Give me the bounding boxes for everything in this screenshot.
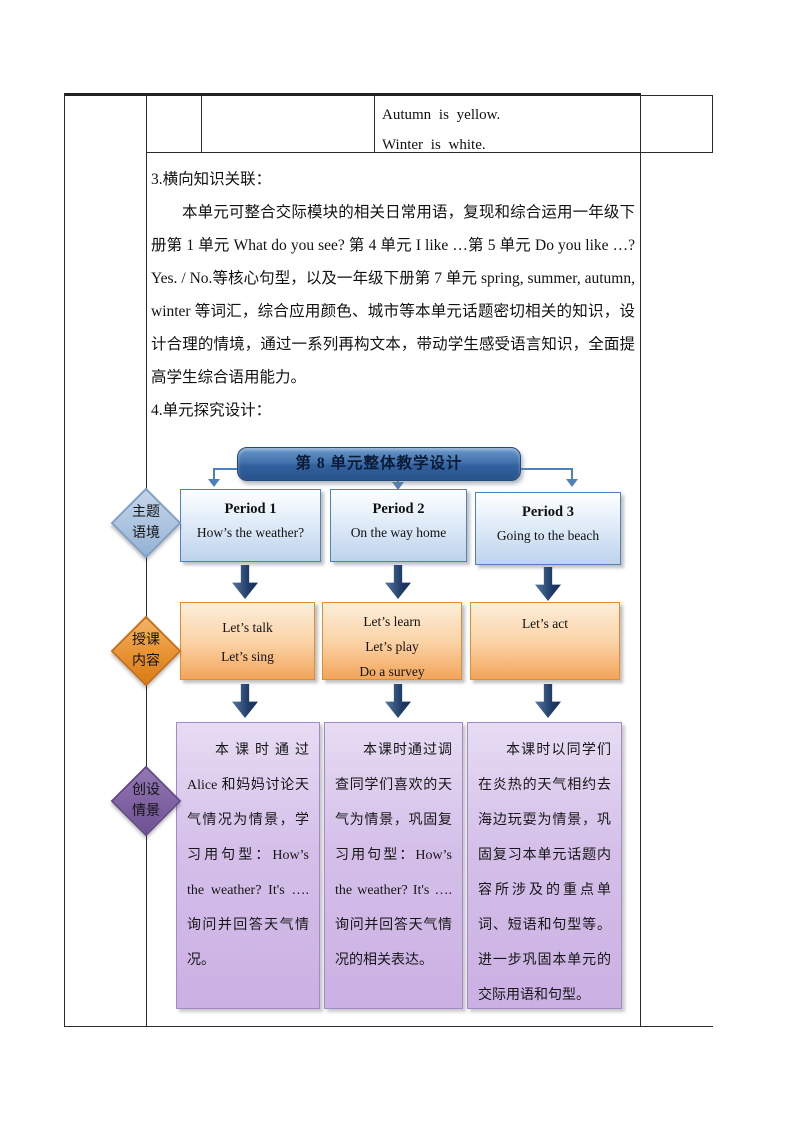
down-arrow-icon xyxy=(385,684,411,718)
period-1-box: Period 1 How’s the weather? xyxy=(180,489,321,562)
period-1-title: Period 1 xyxy=(224,501,277,517)
scenario-2-box: 本课时通过调查同学们喜欢的天气为情景，巩固复习用句型：How’s the wea… xyxy=(324,722,463,1009)
connector-left-arrow-icon xyxy=(208,479,220,487)
period-3-title: Period 3 xyxy=(522,504,574,520)
table-border-inner-left xyxy=(146,93,147,1027)
down-arrow-icon xyxy=(232,684,258,718)
table-border-bottom xyxy=(64,1026,713,1027)
down-arrow-icon xyxy=(232,565,258,599)
period-3-subtitle: Going to the beach xyxy=(496,528,600,543)
table-border-toprow-v1 xyxy=(201,95,202,153)
down-arrow-icon xyxy=(535,567,561,601)
down-arrow-icon xyxy=(535,684,561,718)
table-border-top-thick xyxy=(64,93,641,96)
period-2-box: Period 2 On the way home xyxy=(330,489,467,562)
diagram-title-banner: 第 8 单元整体教学设计 xyxy=(237,447,521,481)
section3-paragraph: 本单元可整合交际模块的相关日常用语，复现和综合运用一年级下册第 1 单元 Wha… xyxy=(151,204,635,386)
period-2-title: Period 2 xyxy=(372,501,425,517)
connector-right-vertical xyxy=(571,468,573,480)
diamond-teaching-content-label: 授课 内容 xyxy=(132,633,160,669)
diamond-theme-context-label: 主题 语境 xyxy=(132,505,160,541)
content-3-box: Let’s act xyxy=(470,602,620,680)
connector-center-vertical xyxy=(397,480,399,483)
table-border-toprow-bottom xyxy=(146,152,713,153)
section4-heading: 4.单元探究设计： xyxy=(151,402,272,419)
scenario-2-text: 本课时通过调查同学们喜欢的天气为情景，巩固复习用句型：How’s the wea… xyxy=(335,743,452,968)
section3-heading: 3.横向知识关联： xyxy=(151,171,272,188)
scenario-1-text: 本课时通过 Alice 和妈妈讨论天气情况为情景，学习用句型：How’s the… xyxy=(187,743,309,968)
connector-center-arrow-icon xyxy=(392,482,404,490)
table-cell-seasons-text: Autumn is yellow. Winter is white. xyxy=(382,107,501,153)
table-border-right xyxy=(712,95,713,153)
content-1-box: Let’s talk Let’s sing xyxy=(180,602,315,680)
period-2-subtitle: On the way home xyxy=(350,525,447,540)
table-border-top-thin xyxy=(640,95,713,96)
diamond-create-scenario-label: 创设 情景 xyxy=(132,783,160,819)
scenario-3-box: 本课时以同学们在炎热的天气相约去海边玩耍为情景，巩固复习本单元话题内容所涉及的重… xyxy=(467,722,622,1009)
scenario-3-text: 本课时以同学们在炎热的天气相约去海边玩耍为情景，巩固复习本单元话题内容所涉及的重… xyxy=(478,743,611,1003)
content-2-box: Let’s learn Let’s play Do a survey xyxy=(322,602,462,680)
table-border-left xyxy=(64,93,65,1027)
table-border-inner-right xyxy=(640,93,641,1027)
scenario-1-box: 本课时通过 Alice 和妈妈讨论天气情况为情景，学习用句型：How’s the… xyxy=(176,722,320,1009)
connector-left-horizontal xyxy=(215,468,238,470)
connector-left-vertical xyxy=(213,468,215,480)
period-3-box: Period 3 Going to the beach xyxy=(475,492,621,565)
period-1-subtitle: How’s the weather? xyxy=(196,525,305,540)
connector-right-arrow-icon xyxy=(566,479,578,487)
down-arrow-icon xyxy=(385,565,411,599)
table-border-toprow-v2 xyxy=(374,95,375,153)
section-text-block: 3.横向知识关联： 本单元可整合交际模块的相关日常用语，复现和综合运用一年级下册… xyxy=(151,163,635,427)
connector-right-horizontal xyxy=(520,468,573,470)
